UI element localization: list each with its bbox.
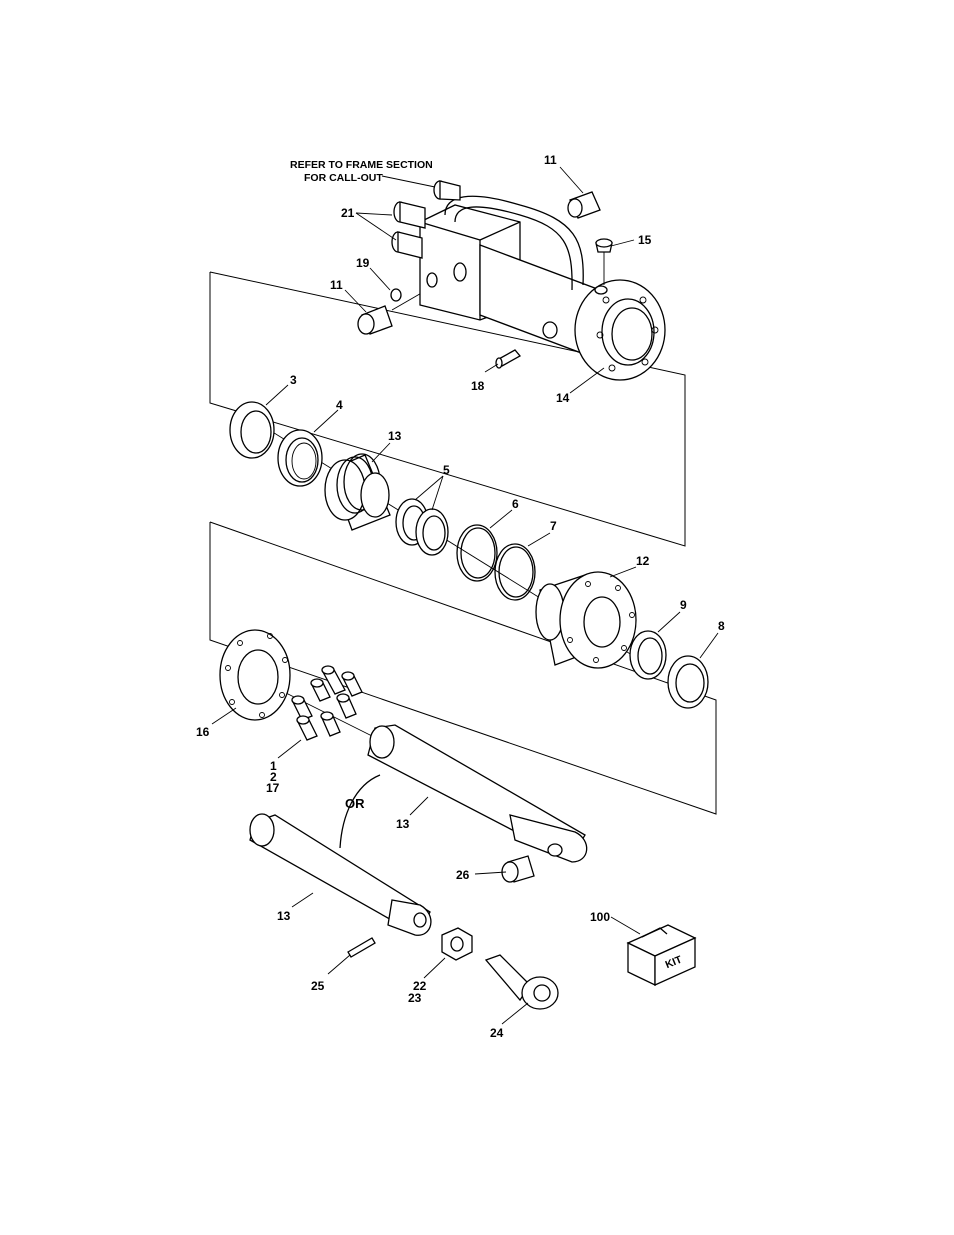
exploded-frame-lines [209,271,717,815]
callout-25: 25 [311,979,325,993]
callout-26: 26 [456,868,470,882]
wear-rings-5 [395,498,449,556]
callout-8: 8 [718,619,725,633]
cap-screws-1 [291,665,363,741]
callout-16: 16 [196,725,210,739]
bearing-11-lower [357,305,393,335]
flange-plate-16 [219,629,291,721]
or-label: OR [345,796,365,811]
callout-11-upper: 11 [544,153,557,167]
kit-box-100: KIT [626,924,697,987]
rod-13-threaded [249,813,432,936]
callout-19: 19 [356,256,370,270]
rod-end-24 [484,954,559,1010]
bushing-26 [501,855,535,883]
fitting-19 [390,288,402,302]
callout-12: 12 [636,554,650,568]
backup-ring-7 [494,543,536,601]
frame-section-note-line2: FOR CALL-OUT [304,172,383,184]
callout-9: 9 [680,598,687,612]
plug-15 [595,238,613,285]
callout-6: 6 [512,497,519,511]
rod-seal-9 [629,630,667,680]
bleeder-18 [495,349,522,369]
callout-18: 18 [471,379,485,393]
callout-3: 3 [290,373,297,387]
callout-23: 23 [408,991,422,1005]
rod-13-clevis [367,724,588,863]
head-gland-12 [535,571,637,669]
callout-5: 5 [443,463,450,477]
callout-1: 1 [270,759,277,773]
callout-13-piston: 13 [388,429,402,443]
wiper-ring-3 [229,401,275,459]
callout-13-threaded-rod: 13 [277,909,291,923]
callout-22: 22 [413,979,427,993]
callout-17: 17 [266,781,280,795]
callout-2: 2 [270,770,277,784]
o-ring-6 [456,524,498,582]
callout-7: 7 [550,519,557,533]
bearing-11-upper [567,191,601,219]
callout-100: 100 [590,910,610,924]
rod-seal-4 [277,429,323,487]
callout-13-clevis-rod: 13 [396,817,410,831]
frame-section-note-line1: REFER TO FRAME SECTION [290,159,433,171]
callout-21: 21 [341,206,355,220]
wiper-8 [667,655,709,709]
piston-13 [324,453,391,531]
pin-25 [347,937,376,958]
callout-4: 4 [336,398,343,412]
callout-24: 24 [490,1026,504,1040]
callout-labels: 11 21 15 19 11 18 14 3 4 13 5 6 7 12 9 8… [196,153,725,1040]
or-arc [339,774,381,849]
callout-15: 15 [638,233,652,247]
cylinder-barrel-assembly [391,180,666,381]
callout-14: 14 [556,391,570,405]
callout-11-lower: 11 [330,278,343,292]
nut-22 [441,927,473,961]
leader-lines [211,166,719,1025]
